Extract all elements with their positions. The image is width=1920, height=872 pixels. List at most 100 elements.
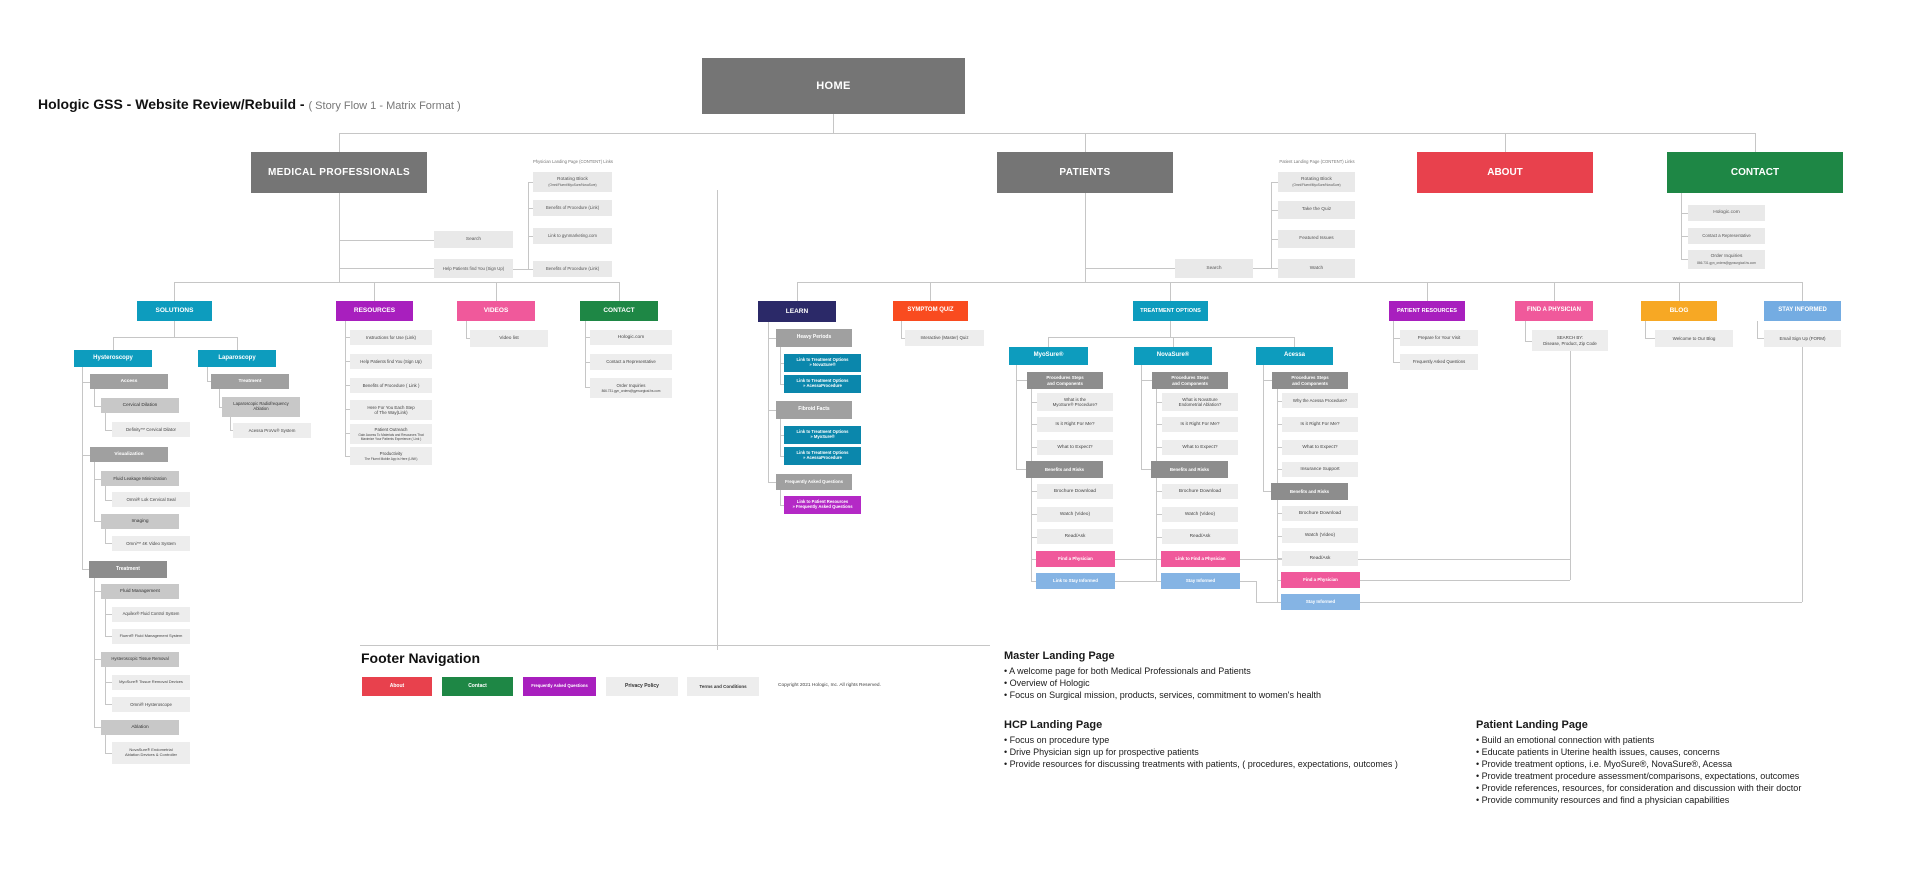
connector-line (528, 236, 533, 237)
patient-watch-label: Watch (1309, 265, 1324, 271)
search-by-label: SEARCH BY: Disease, Product, Zip Code (1543, 335, 1597, 346)
acessa-what-to-expect: What to Expect? (1282, 440, 1358, 455)
connector-line (105, 636, 112, 637)
home-label: HOME (816, 79, 851, 92)
connector-line (901, 321, 902, 338)
connector-line (528, 269, 533, 270)
connector-line (345, 456, 350, 457)
omni-lok-cervical-seal-label: Omni® Lok Cervical Seal (126, 496, 176, 502)
hcp-landing-page: HCP Landing Page• Focus on procedure typ… (1004, 719, 1504, 770)
footer-navigation-heading: Footer Navigation (361, 650, 481, 666)
acessa-right-for-me: Is it Right For Me? (1282, 417, 1358, 432)
myosure-find-physician: Find a Physician (1036, 551, 1115, 567)
connector-line (1757, 338, 1764, 339)
connector-line (237, 337, 238, 350)
connector-line (1031, 581, 1036, 582)
connector-line (1757, 321, 1758, 338)
novasure-procedure-steps-label: Procedures Steps and Components (1171, 375, 1209, 386)
novasure-watch-label: Watch (Video) (1184, 511, 1216, 517)
connector-line (82, 455, 90, 456)
link-treatment-acessa-1-label: Link to Treatment Options » AcessaProced… (796, 378, 849, 388)
connector-line (1802, 282, 1803, 301)
fibroid-facts: Fibroid Facts (776, 401, 852, 419)
connector-line (1085, 193, 1086, 282)
hcp-search-label: Search (465, 236, 482, 242)
treatment-hysteroscopy: Treatment (89, 561, 167, 578)
prepare-for-visit: Prepare for Your Visit (1400, 330, 1478, 346)
myosure-tissue-removal-label: MyoSure® Tissue Removal Devices (119, 679, 183, 685)
myosure-right-for-me-label: Is it Right For Me? (1055, 421, 1095, 427)
myosure-stay-informed: Link to Stay Informed (1036, 573, 1115, 589)
connector-line (345, 337, 350, 338)
patient-landing-page-bullet-6: • Provide community resources and find a… (1476, 795, 1730, 805)
blog-label: BLOG (1669, 307, 1689, 315)
connector-line (619, 282, 620, 301)
medical-professionals: MEDICAL PROFESSIONALS (251, 152, 427, 193)
connector-line (105, 682, 112, 683)
treatment-hysteroscopy-label: Treatment (116, 565, 140, 572)
connector-line (1271, 268, 1278, 269)
link-treatment-novasure: Link to Treatment Options » NovaSure® (784, 354, 861, 372)
stay-informed-label: STAY INFORMED (1778, 307, 1827, 314)
contact-order-inquiries-subtext: 866.731.gyn_orders@gynsurgical.hs.com (1697, 260, 1756, 265)
connector-line (528, 182, 529, 269)
acessa-find-physician-label: Find a Physician (1303, 577, 1338, 583)
acessa-read-ask-label: Read/Ask (1309, 555, 1331, 561)
symptom-quiz: SYMPTOM QUIZ (893, 301, 968, 321)
contact-hologic-com-label: Hologic.com (1713, 210, 1740, 216)
myosure-what-is: What is the MyoSure® Procedure? (1037, 393, 1113, 411)
connector-line (339, 133, 340, 152)
connector-line (105, 614, 112, 615)
connector-line (1681, 259, 1688, 260)
hysteroscopic-tissue-removal-label: Hysteroscopic Tissue Removal (111, 656, 169, 662)
fluid-leakage-minimization: Fluid Leakage Minimization (101, 471, 179, 486)
connector-line (780, 363, 784, 364)
hcp-benefits-1: Benefits of Procedure (Link) (533, 200, 612, 216)
myosure-stay-informed-label: Link to Stay Informed (1053, 578, 1098, 584)
patient-landing-page-bullet-5: • Provide references, resources, for con… (1476, 783, 1802, 793)
link-treatment-acessa-1: Link to Treatment Options » AcessaProced… (784, 375, 861, 393)
laparoscopic-rf-ablation-label: Laparoscopic Radiofrequency Ablation (233, 401, 289, 411)
patient-resources: PATIENT RESOURCES (1389, 301, 1465, 321)
connector-line (1681, 236, 1688, 237)
footer-faq: Frequently Asked Questions (523, 677, 596, 696)
patient-landing-links-header: Patient Landing Page (CONTENT) Links (1279, 159, 1355, 164)
treatment-options-label: TREATMENT OPTIONS (1140, 307, 1201, 314)
link-treatment-acessa-2-label: Link to Treatment Options » AcessaProced… (796, 450, 849, 460)
hcp-landing-page-bullet-1: • Focus on procedure type (1004, 735, 1110, 745)
contact-medical: CONTACT (580, 301, 658, 321)
connector-line (1156, 402, 1162, 403)
connector-line (339, 240, 434, 241)
novasure-benefits-risks: Benefits and Risks (1151, 461, 1228, 478)
connector-line (1115, 581, 1161, 582)
acessa-what-to-expect-label: What to Expect? (1302, 444, 1338, 450)
resources-label: RESOURCES (353, 307, 396, 315)
interactive-master-quiz-label: Interactive (Master) Quiz (920, 335, 969, 341)
here-for-you: Here For You Each Step of The Way(Link) (350, 400, 432, 420)
novasure-option-label: NovaSure® (1156, 352, 1190, 359)
patient-rotating-block-label: Rotating Block (1301, 176, 1332, 182)
blog: BLOG (1641, 301, 1717, 321)
connector-line (345, 385, 350, 386)
myosure-option-label: MyoSure® (1033, 352, 1064, 359)
help-patients-sign-up: Help Patients find You (Sign Up) (350, 354, 432, 369)
connector-line (768, 410, 776, 411)
hcp-benefits-1-label: Benefits of Procedure (Link) (545, 205, 600, 211)
connector-line (930, 282, 931, 301)
acessa-why: Why the Acessa Procedure? (1282, 393, 1358, 408)
novasure-what-to-expect: What to Expect? (1162, 440, 1238, 455)
prepare-for-visit-label: Prepare for Your Visit (1417, 335, 1461, 341)
master-landing-page-bullet-2: • Overview of Hologic (1004, 678, 1090, 688)
patient-landing-page-bullet-1: • Build an emotional connection with pat… (1476, 735, 1655, 745)
connector-line (94, 521, 101, 522)
connector-line (1393, 362, 1400, 363)
novasure-find-physician-label: Link to Find a Physician (1175, 556, 1226, 562)
video-list-label: Video list (499, 335, 519, 341)
patient-search: Search (1175, 259, 1253, 278)
connector-line (105, 667, 106, 704)
hcp-landing-page-bullet-3: • Provide resources for discussing treat… (1004, 759, 1398, 769)
novasure-watch: Watch (Video) (1162, 507, 1238, 522)
search-by: SEARCH BY: Disease, Product, Zip Code (1532, 330, 1608, 351)
